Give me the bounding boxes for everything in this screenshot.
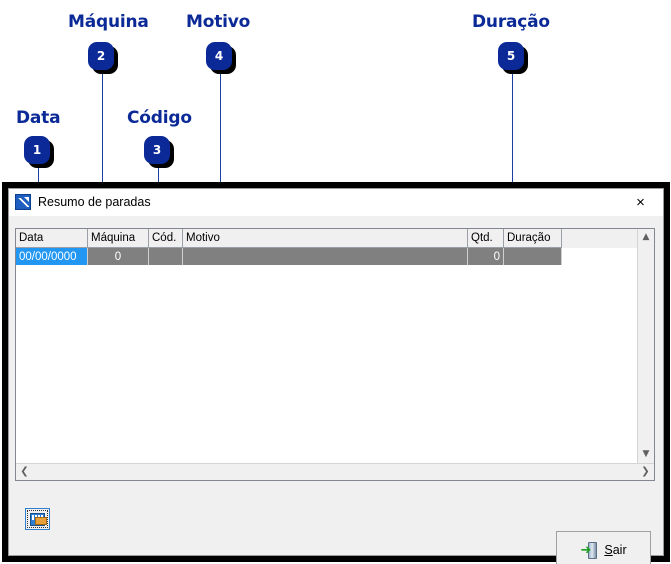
scroll-down-icon[interactable]: ▼ <box>642 449 650 459</box>
annotation-badge-2: 2 <box>88 42 118 74</box>
annotation-label-3: Código <box>127 108 192 128</box>
grid-header-cell[interactable]: Qtd. <box>468 229 504 248</box>
export-spreadsheet-icon <box>30 512 47 526</box>
grid-data-cell[interactable]: 0 <box>468 248 504 265</box>
annotation-badge-4: 4 <box>206 42 236 74</box>
annotation-badge-number: 4 <box>206 42 232 70</box>
annotation-label-1: Data <box>16 108 61 128</box>
scroll-left-icon[interactable]: ❮ <box>20 466 29 477</box>
annotation-label-5: Duração <box>472 12 550 32</box>
annotation-leader-line-2 <box>102 74 103 244</box>
annotation-leader-line-5 <box>512 74 513 244</box>
grid-data-cell[interactable] <box>504 248 562 265</box>
grid-data-cell[interactable]: 0 <box>88 248 149 265</box>
grid-header-cell[interactable]: Duração <box>504 229 562 248</box>
window-title-bar: Resumo de paradas × <box>9 189 663 216</box>
annotation-badge-5: 5 <box>498 42 528 74</box>
sair-button[interactable]: ➜ Sair <box>556 531 651 564</box>
export-spreadsheet-button[interactable] <box>25 508 50 530</box>
annotation-badge-number: 3 <box>144 136 170 164</box>
vertical-scrollbar[interactable]: ▲ ▼ <box>637 229 654 463</box>
annotation-badge-1: 1 <box>24 136 54 168</box>
annotation-badge-3: 3 <box>144 136 174 168</box>
scroll-right-icon[interactable]: ❯ <box>641 466 650 477</box>
grid-header-cell[interactable]: Motivo <box>183 229 468 248</box>
grid-header-cell[interactable]: Data <box>16 229 88 248</box>
annotation-badge-number: 5 <box>498 42 524 70</box>
exit-door-icon: ➜ <box>580 541 598 559</box>
annotation-label-4: Motivo <box>186 12 251 32</box>
sair-rest-letters: air <box>612 543 627 557</box>
sair-accel-letter: S <box>604 543 613 557</box>
grid-header-cell[interactable]: Cód. <box>149 229 183 248</box>
grid-header-cell[interactable]: Máquina <box>88 229 149 248</box>
scroll-up-icon[interactable]: ▲ <box>642 232 650 242</box>
annotation-label-2: Máquina <box>68 12 149 32</box>
close-icon[interactable]: × <box>636 193 645 211</box>
grid-data-cell[interactable] <box>183 248 468 265</box>
vertical-scrollbar-track[interactable] <box>638 246 654 446</box>
horizontal-scrollbar[interactable]: ❮ ❯ <box>16 463 654 480</box>
grid-data-cell[interactable]: 00/00/0000 <box>16 248 88 265</box>
window-title: Resumo de paradas <box>38 195 151 209</box>
annotation-leader-line-4 <box>220 74 221 244</box>
grid-data-cell[interactable] <box>149 248 183 265</box>
annotation-leader-line-1 <box>38 168 39 192</box>
annotation-badge-number: 2 <box>88 42 114 70</box>
sair-button-label: Sair <box>604 543 626 557</box>
chart-arrow-icon <box>15 194 31 210</box>
annotation-badge-number: 1 <box>24 136 50 164</box>
